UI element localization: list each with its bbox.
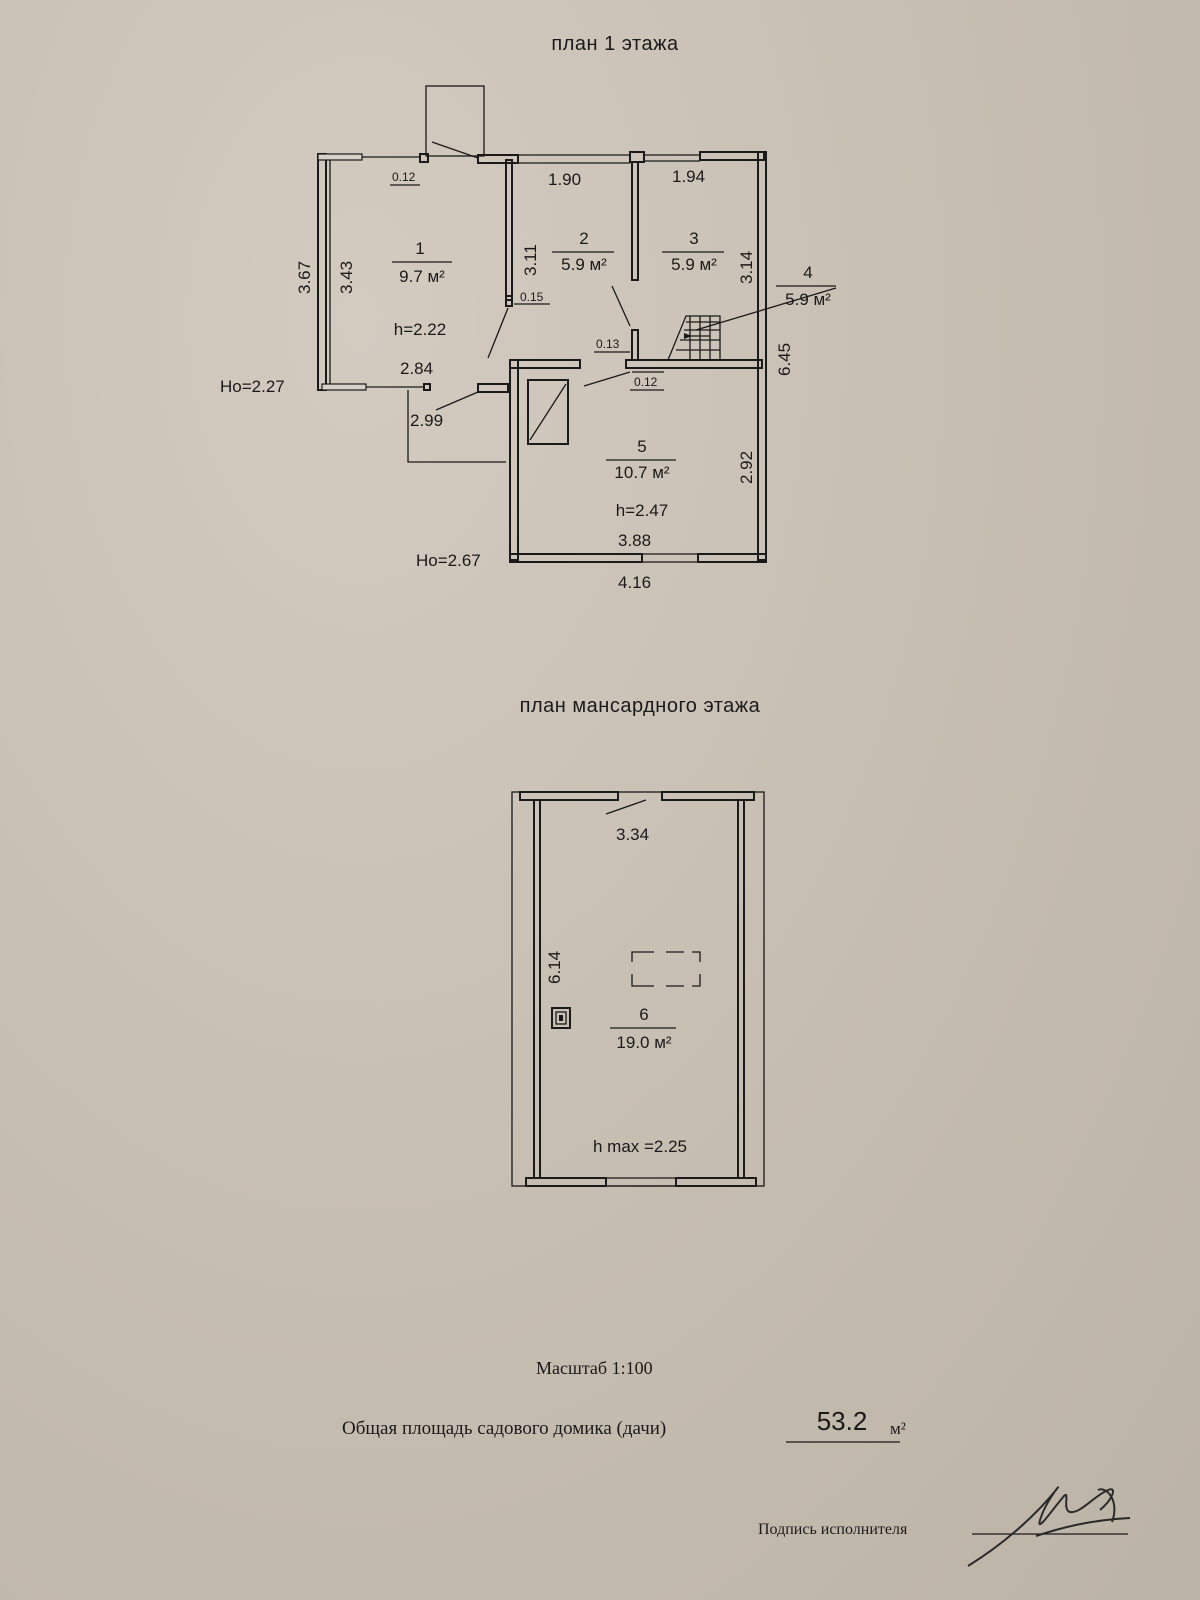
room-6-height: h max =2.25 bbox=[593, 1137, 687, 1156]
dim-367: 3.67 bbox=[295, 261, 314, 294]
room-6-area: 19.0 м² bbox=[616, 1033, 671, 1052]
dim-190: 1.90 bbox=[548, 170, 581, 189]
room-5-stove bbox=[527, 379, 569, 445]
dim-645: 6.45 bbox=[775, 343, 794, 376]
room-5-left-wall bbox=[509, 359, 519, 561]
top-wall-2-3 bbox=[477, 154, 519, 164]
plan1-title: план 1 этажа bbox=[551, 33, 679, 55]
total-area-value: 53.2 bbox=[817, 1406, 868, 1436]
room-1-height: h=2.22 bbox=[394, 320, 446, 339]
entrance-porch bbox=[425, 85, 485, 157]
total-area-label: Общая площадь садового домика (дачи) bbox=[342, 1418, 666, 1439]
dim-284: 2.84 bbox=[400, 359, 433, 378]
room-5-bottom-wall-left bbox=[509, 553, 643, 563]
room-5-stove-diagonal bbox=[529, 383, 567, 441]
attic-floor-plan: план мансардного этажа 3.34 6.14 6 19.0 bbox=[511, 695, 765, 1187]
partition-1-2 bbox=[505, 159, 513, 301]
dim-614: 6.14 bbox=[545, 951, 564, 984]
attic-bottom-wall-right bbox=[675, 1177, 757, 1187]
footer: Масштаб 1:100 Общая площадь садового дом… bbox=[342, 1358, 1131, 1567]
dim-314: 3.14 bbox=[737, 251, 756, 284]
dim-194: 1.94 bbox=[672, 167, 705, 186]
mid-wall-right bbox=[625, 359, 763, 369]
dim-012-mid: 0.12 bbox=[634, 375, 658, 389]
attic-bottom-wall-left bbox=[525, 1177, 607, 1187]
first-floor-plan: план 1 этажа bbox=[220, 33, 837, 592]
leader-room-4 bbox=[695, 287, 837, 331]
level-ho2: Ho=2.67 bbox=[416, 551, 481, 570]
door-swing-2 bbox=[611, 285, 631, 327]
dim-388: 3.88 bbox=[618, 531, 651, 550]
room-2-number: 2 bbox=[579, 229, 588, 248]
dim-015: 0.15 bbox=[520, 290, 544, 304]
dim-013: 0.13 bbox=[596, 337, 620, 351]
partition-2-3 bbox=[631, 161, 639, 281]
room-2-area: 5.9 м² bbox=[561, 255, 607, 274]
attic-outer-outline bbox=[511, 791, 765, 1187]
dim-334: 3.34 bbox=[616, 825, 649, 844]
right-outer-wall bbox=[757, 151, 767, 561]
room-1-area: 9.7 м² bbox=[399, 267, 445, 286]
attic-right-wall bbox=[737, 799, 745, 1179]
room-5-area: 10.7 м² bbox=[614, 463, 669, 482]
attic-door-swing bbox=[605, 799, 647, 815]
door-swing-vestibule bbox=[435, 391, 479, 411]
corner-2-3 bbox=[629, 151, 645, 163]
chimney-icon bbox=[551, 1007, 571, 1029]
level-ho1: Ho=2.27 bbox=[220, 377, 285, 396]
attic-left-wall bbox=[533, 799, 541, 1179]
room-5-height: h=2.47 bbox=[616, 501, 668, 520]
dim-299: 2.99 bbox=[410, 411, 443, 430]
vestibule-door-stub bbox=[477, 383, 509, 393]
room-3-number: 3 bbox=[689, 229, 698, 248]
partition-2-3-lower bbox=[631, 329, 639, 361]
room-4-number: 4 bbox=[803, 263, 812, 282]
attic-hatch-dashed bbox=[631, 951, 701, 987]
attic-top-wall-right bbox=[661, 791, 755, 801]
room-5-number: 5 bbox=[637, 437, 646, 456]
scale-label: Масштаб 1:100 bbox=[536, 1358, 653, 1378]
total-area-unit: м² bbox=[890, 1419, 906, 1438]
room-1-outline bbox=[317, 153, 431, 391]
dim-292: 2.92 bbox=[737, 451, 756, 484]
dim-311: 3.11 bbox=[521, 244, 540, 276]
dim-343: 3.43 bbox=[337, 261, 356, 294]
room-6-number: 6 bbox=[639, 1005, 648, 1024]
partition-1-2-stub bbox=[505, 295, 513, 307]
stair-room-4 bbox=[667, 315, 721, 361]
dim-416: 4.16 bbox=[618, 573, 651, 592]
room-3-area: 5.9 м² bbox=[671, 255, 717, 274]
door-swing-1-2 bbox=[487, 307, 509, 359]
plan2-title: план мансардного этажа bbox=[520, 695, 761, 717]
door-swing-5 bbox=[583, 371, 631, 387]
mid-wall-left bbox=[509, 359, 581, 369]
signature-label: Подпись исполнителя bbox=[758, 1521, 908, 1538]
room-4-area: 5.9 м² bbox=[785, 290, 831, 309]
dim-012-top: 0.12 bbox=[392, 170, 416, 184]
attic-top-wall-left bbox=[519, 791, 619, 801]
top-wall-3 bbox=[699, 151, 765, 161]
signature-scribble bbox=[967, 1486, 1131, 1567]
room-1-number: 1 bbox=[415, 239, 424, 258]
room-5-bottom-wall-right bbox=[697, 553, 767, 563]
door-swing-entrance bbox=[431, 141, 479, 159]
vestibule-outline bbox=[407, 390, 506, 463]
